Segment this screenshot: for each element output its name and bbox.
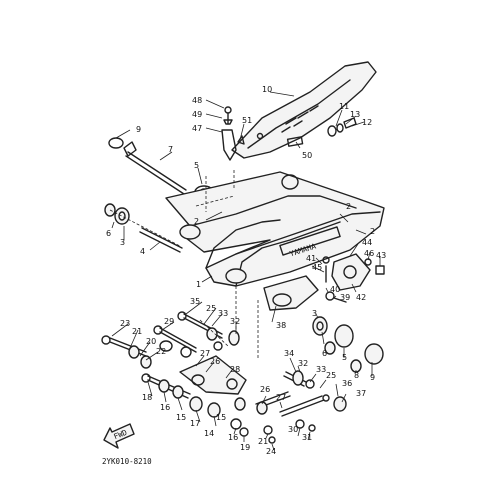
callout-36: 36 [342,379,352,388]
callout-5b: 5 [342,353,347,362]
callout-45: 45 [312,263,322,272]
callout-7: 7 [168,145,173,154]
callout-47: 47 [192,124,202,133]
callout-37: 37 [356,389,366,398]
callout-26b: 26 [260,385,270,394]
callout-35: 35 [190,297,200,306]
callout-8: 8 [354,371,359,380]
swingarm: YAMAHA [165,171,385,287]
callout-29: 29 [164,317,174,326]
callout-33a: 33 [218,309,228,318]
callout-42: 42 [356,293,366,302]
callout-27b: 27 [276,393,286,402]
callout-18: 18 [142,393,152,402]
chain-adjuster [322,253,385,291]
callout-10: 10 [262,85,272,94]
callout-26a: 26 [210,357,220,366]
front-bushings [104,203,183,253]
callout-33b: 33 [316,365,326,374]
callout-27a: 27 [200,349,210,358]
callout-46: 46 [364,249,374,258]
callout-30: 30 [288,425,298,434]
callout-5: 5 [194,161,199,170]
callout-12: 12 [362,118,372,127]
callout-22: 22 [156,347,166,356]
callout-32a: 32 [230,317,240,326]
callout-6b: 6 [322,349,327,358]
callout-4: 4 [140,247,145,256]
callout-43: 43 [376,251,386,260]
callout-2a: 2 [194,217,199,226]
callout-2c: 2 [370,227,375,236]
callout-32b: 32 [298,359,308,368]
callout-28: 28 [230,365,240,374]
callout-50: 50 [302,151,312,160]
callout-38: 38 [276,321,286,330]
callout-17: 17 [190,419,200,428]
callout-49: 49 [192,110,202,119]
dashed-guides [109,170,259,358]
callout-14: 14 [204,429,214,438]
callout-51: 51 [242,116,252,125]
callout-16a: 16 [160,403,170,412]
callout-3a: 3 [120,238,125,247]
callout-11: 11 [339,102,349,111]
fwd-arrow-icon: FWD [103,423,135,449]
guard-bolt-set [327,117,357,137]
relay-arm [263,275,347,311]
callout-44: 44 [362,238,372,247]
callout-41: 41 [306,254,316,263]
callout-15b: 15 [216,413,226,422]
diagram-code: 2YK010-8210 [102,457,152,466]
connecting-rods-left [101,311,240,369]
callout-21a: 21 [132,327,142,336]
callout-9b: 9 [370,373,375,382]
callout-34: 34 [284,349,294,358]
callout-3b: 3 [312,309,317,318]
callout-24: 24 [266,447,276,456]
callout-15a: 15 [176,413,186,422]
connecting-rods-right [255,370,347,444]
callout-16b: 16 [228,433,238,442]
callout-9: 9 [136,125,141,134]
callout-leaders [111,91,381,451]
callout-25a: 25 [206,304,216,313]
callout-48: 48 [192,96,202,105]
callout-21b: 21 [258,437,268,446]
guard-bracket [221,106,264,161]
callout-25b: 25 [326,371,336,380]
callout-19: 19 [240,443,250,452]
rear-bushings [312,316,384,373]
callout-39: 39 [340,293,350,302]
callout-2b: 2 [346,202,351,211]
callout-31: 31 [302,433,312,442]
callout-40: 40 [330,285,340,294]
callout-labels: 10 48 49 47 51 50 11 13 12 9 7 5 2 2 2 6… [106,85,386,456]
callout-23: 23 [120,319,130,328]
callout-6a: 6 [106,229,111,238]
callout-20: 20 [146,337,156,346]
callout-13: 13 [350,110,360,119]
callout-1: 1 [196,280,201,289]
